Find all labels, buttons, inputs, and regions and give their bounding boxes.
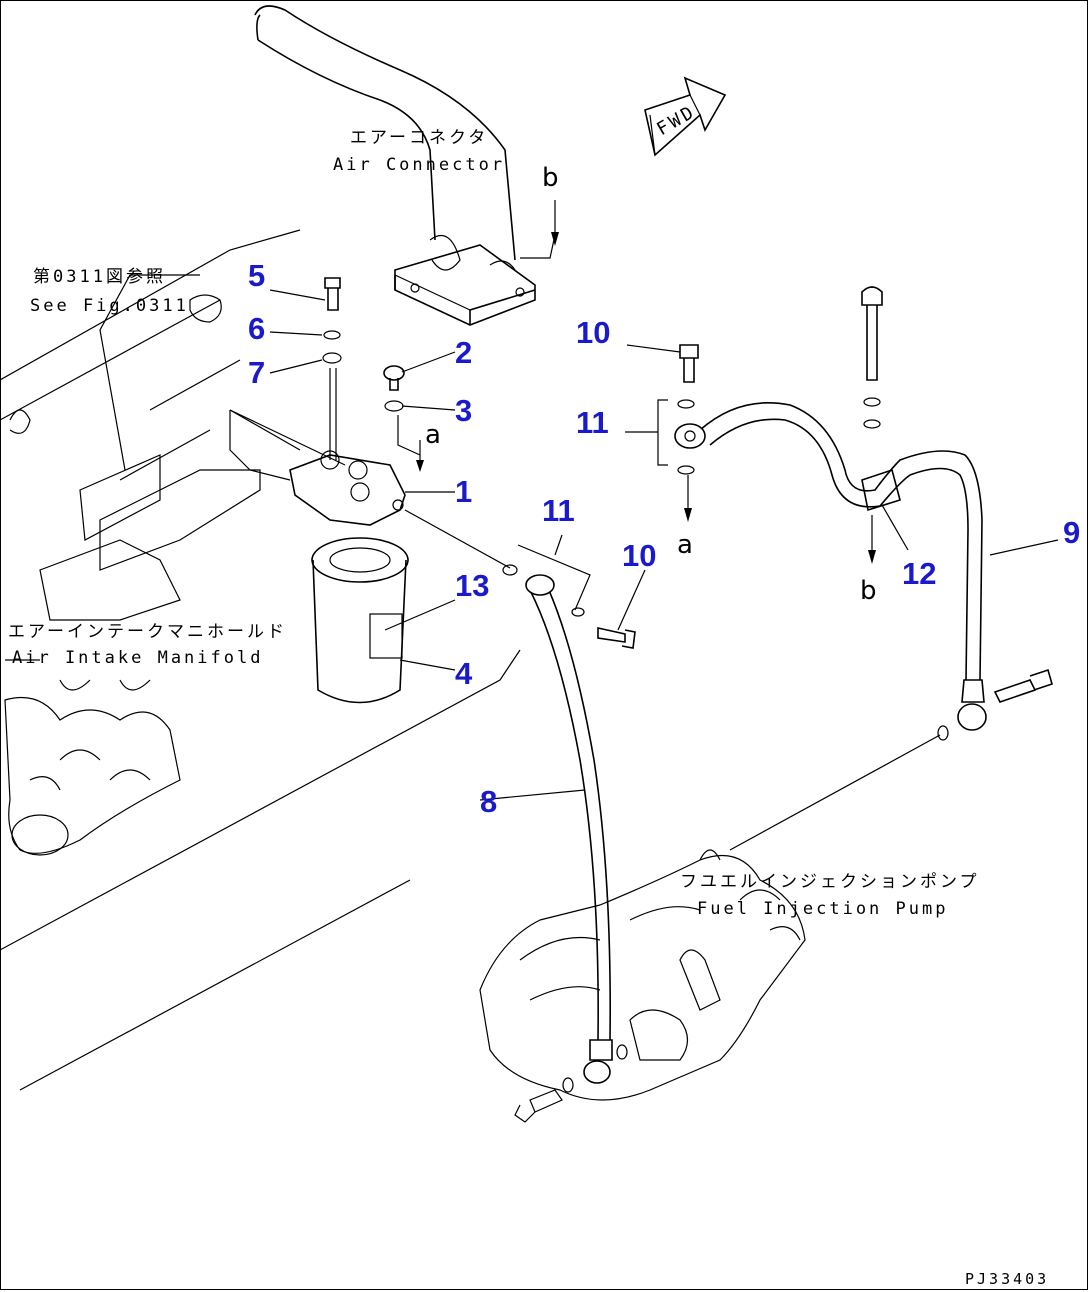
air-connector-label-en: Air Connector (333, 155, 506, 175)
callout-10-upper: 10 (576, 315, 611, 350)
callout-4: 4 (455, 656, 473, 691)
callout-11-upper: 11 (576, 405, 609, 440)
fwd-arrow-icon (644, 76, 727, 157)
filter-head (229, 409, 406, 526)
bolt-lower-right (937, 668, 1053, 741)
section-b-arrowhead-bottom (868, 550, 876, 564)
leader-lines (99, 274, 1059, 851)
air-connector-label-jp: エアーコネクタ (350, 128, 489, 148)
fuel-pump-label-en: Fuel Injection Pump (697, 899, 949, 919)
pipe-9 (674, 402, 987, 731)
air-connector (254, 5, 536, 326)
callout-2: 2 (455, 335, 473, 370)
section-b-arrowhead-top (551, 232, 559, 246)
callout-13: 13 (455, 568, 490, 603)
callout-7: 7 (248, 355, 266, 390)
callout-9: 9 (1063, 515, 1081, 550)
callout-10-lower: 10 (622, 538, 657, 573)
fuel-pump-label-jp: フユエルインジェクションポンプ (680, 872, 980, 892)
air-intake-label-en: Air Intake Manifold (12, 648, 264, 668)
section-a-arrowhead-top (416, 460, 424, 472)
filter-cartridge (311, 537, 409, 704)
washer-upper-b (677, 465, 695, 475)
section-mark-a-bottom: a (677, 530, 693, 560)
fuel-injection-pump (479, 849, 806, 1123)
hose-8 (525, 574, 613, 1084)
callout-5: 5 (248, 258, 266, 293)
bolt-5 (322, 277, 342, 460)
callout-12: 12 (902, 556, 937, 591)
section-b-top-marker (520, 200, 556, 259)
washer-upper-a (677, 399, 695, 409)
callout-8: 8 (480, 784, 498, 819)
section-mark-b-bottom: b (860, 576, 877, 606)
section-mark-b-top: b (542, 163, 559, 193)
bolt-upper-right (861, 286, 883, 429)
section-mark-a-top: a (425, 420, 441, 450)
washer-lower-a (502, 564, 518, 576)
section-a-arrowhead-bottom (684, 508, 692, 522)
section-a-top-marker (397, 415, 421, 456)
plug-2 (383, 365, 405, 412)
see-fig-label-jp: 第0311図参照 (33, 267, 166, 287)
drawing-code: PJ33403 (965, 1270, 1050, 1288)
bolt-10-upper (679, 344, 699, 383)
bolt-10-lower (597, 627, 636, 649)
bracket-11-lower (517, 544, 591, 611)
see-fig-label-en: See Fig.0311 (30, 296, 189, 316)
callout-3: 3 (455, 393, 473, 428)
callout-1: 1 (455, 474, 473, 509)
washer-lower-b (571, 607, 585, 617)
bracket-11-upper (657, 399, 668, 466)
engine-block (0, 229, 521, 1091)
callout-11-lower: 11 (542, 493, 575, 528)
air-intake-label-jp: エアーインテークマニホールド (8, 622, 287, 642)
callout-6: 6 (248, 311, 266, 346)
clamp-12 (861, 468, 901, 512)
